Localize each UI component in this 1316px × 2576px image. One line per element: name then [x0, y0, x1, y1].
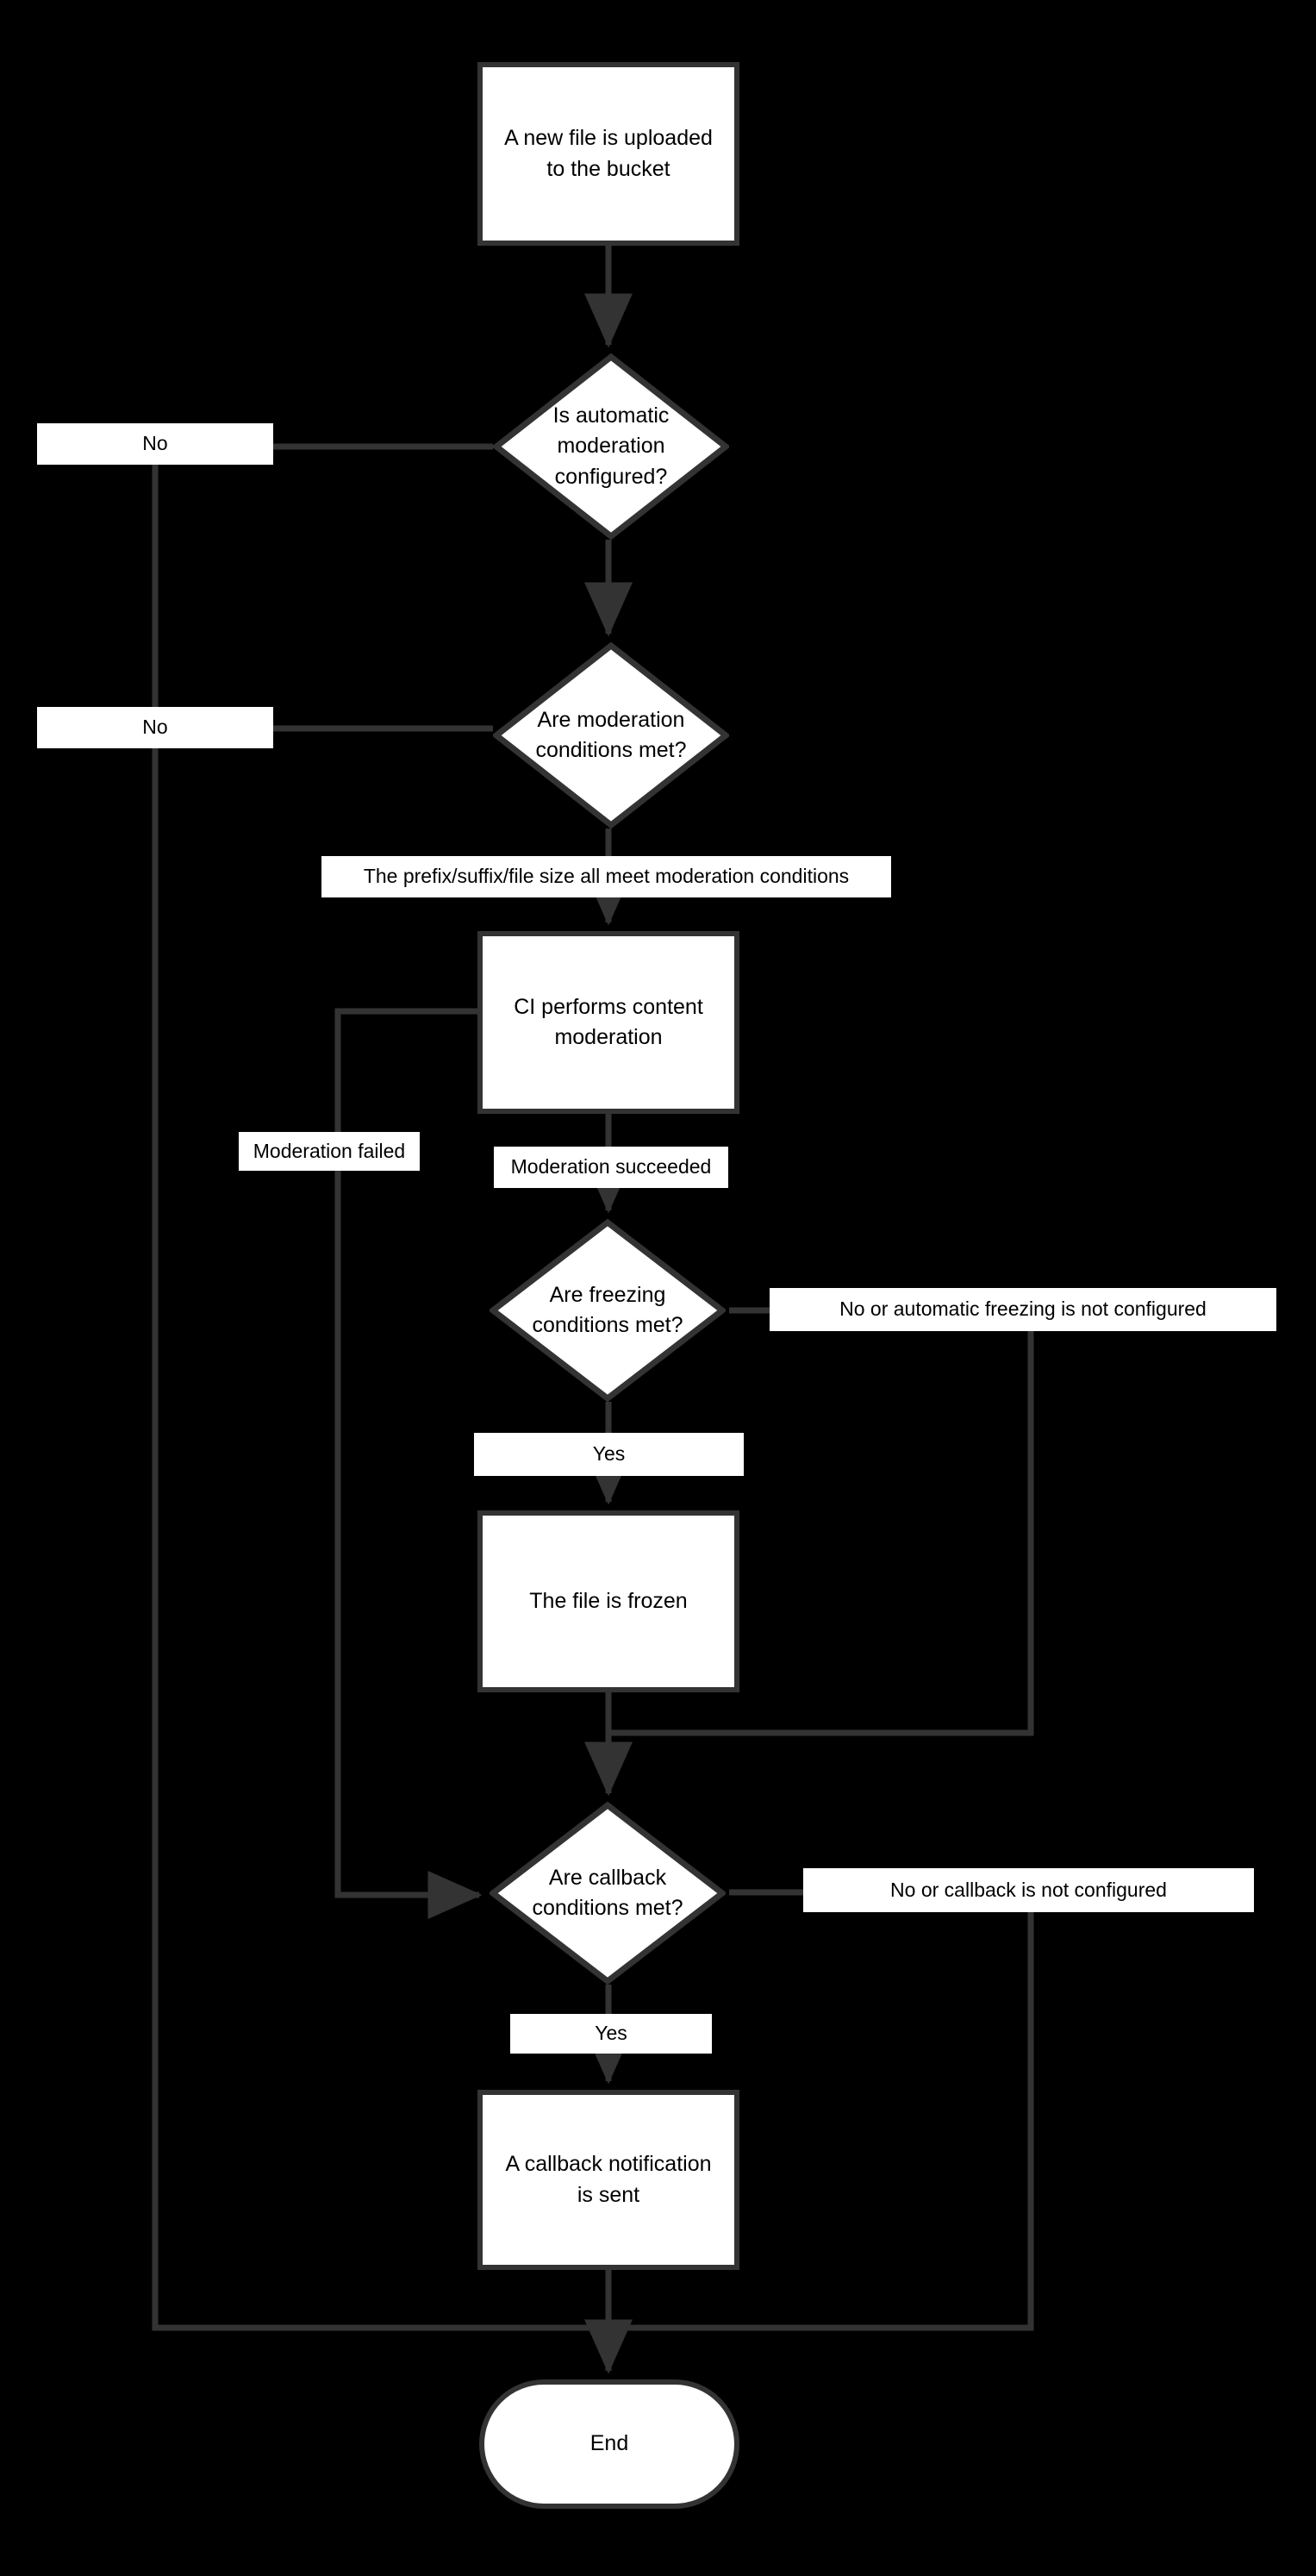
node-end[interactable]: End — [479, 2379, 739, 2509]
node-label: A new file is uploaded to the bucket — [504, 126, 713, 181]
edge-label-text: Yes — [592, 1442, 626, 1466]
edge-label-text: No — [142, 432, 168, 455]
node-are-moderation-conditions-met[interactable]: Are moderation conditions met? — [493, 642, 729, 828]
edge-label-no-callback: No or callback is not configured — [803, 1868, 1254, 1912]
edge-label-text: Yes — [595, 2022, 627, 2045]
node-callback-notification-sent[interactable]: A callback notification is sent — [477, 2090, 739, 2270]
node-label: CI performs content moderation — [514, 994, 703, 1050]
edge-label-no-automatic-freezing: No or automatic freezing is not configur… — [770, 1288, 1276, 1331]
edge-label-yes-callback: Yes — [510, 2014, 712, 2054]
node-are-callback-conditions-met[interactable]: Are callback conditions met? — [490, 1802, 726, 1985]
edge-label-text: No or automatic freezing is not configur… — [839, 1297, 1207, 1321]
node-label: Are callback conditions met? — [532, 1865, 683, 1921]
node-label: The file is frozen — [529, 1588, 688, 1613]
node-file-uploaded[interactable]: A new file is uploaded to the bucket — [477, 62, 739, 246]
edge-label-no-moderation-conditions: No — [37, 707, 273, 748]
node-label: End — [589, 2431, 629, 2456]
node-label: Are freezing conditions met? — [532, 1282, 683, 1338]
edge-label-moderation-failed: Moderation failed — [239, 1132, 420, 1171]
edge-label-text: Moderation failed — [253, 1139, 406, 1162]
node-label: A callback notification is sent — [505, 2152, 712, 2207]
node-is-automatic-moderation-configured[interactable]: Is automatic moderation configured? — [493, 353, 729, 540]
node-ci-performs-content-moderation[interactable]: CI performs content moderation — [477, 931, 739, 1114]
edge-label-prefix-suffix-filesize: The prefix/suffix/file size all meet mod… — [321, 856, 891, 897]
node-label: Are moderation conditions met? — [535, 707, 687, 763]
node-are-freezing-conditions-met[interactable]: Are freezing conditions met? — [490, 1219, 726, 1402]
node-label: Is automatic moderation configured? — [552, 403, 670, 489]
edge-label-text: No — [142, 716, 168, 739]
node-the-file-is-frozen[interactable]: The file is frozen — [477, 1510, 739, 1692]
edge-label-no-automatic-moderation: No — [37, 423, 273, 465]
edge-label-text: No or callback is not configured — [890, 1878, 1167, 1901]
edge-label-yes-freezing: Yes — [474, 1433, 744, 1476]
edge-label-moderation-succeeded: Moderation succeeded — [494, 1147, 728, 1188]
edge-label-text: The prefix/suffix/file size all meet mod… — [363, 865, 850, 888]
edge-label-text: Moderation succeeded — [510, 1155, 712, 1179]
